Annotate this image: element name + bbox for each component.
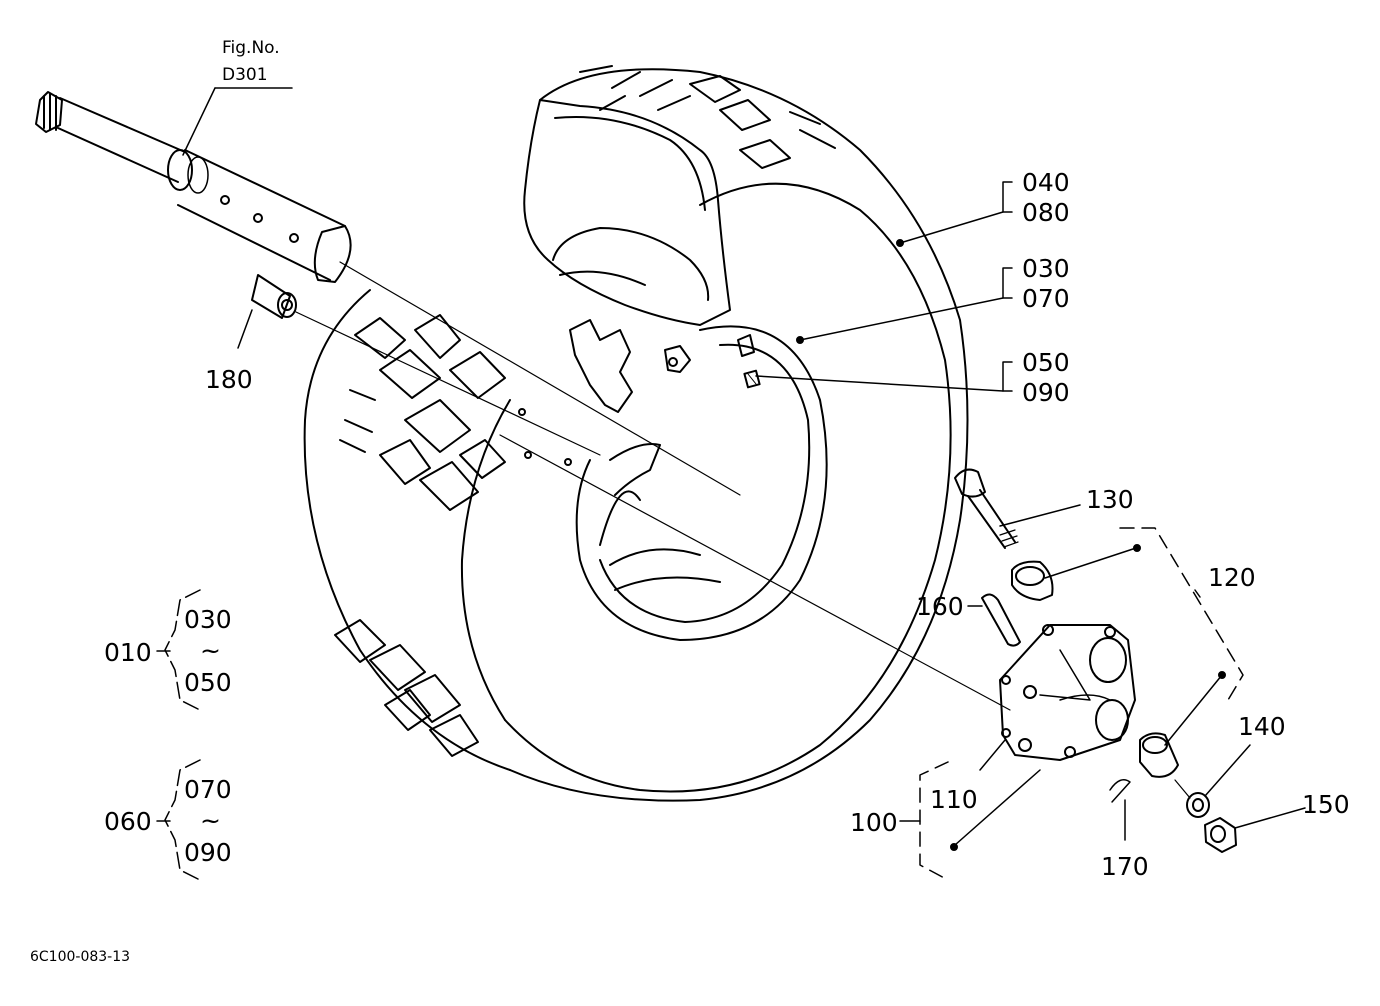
leader-lines-right (755, 181, 1013, 392)
callout-140: 140 (1238, 712, 1286, 741)
callout-080: 080 (1022, 198, 1070, 227)
assembly-010-from: 030 (184, 605, 232, 634)
assembly-060-from: 070 (184, 775, 232, 804)
bolt-130 (954, 468, 1081, 549)
callout-030: 030 (1022, 254, 1070, 283)
assembly-bracket-060 (156, 759, 201, 881)
pin-160 (967, 593, 1021, 647)
callout-170: 170 (1101, 852, 1149, 881)
callout-100: 100 (850, 808, 898, 837)
callout-160: 160 (916, 592, 964, 621)
callout-090: 090 (1022, 378, 1070, 407)
assembly-060-to: 090 (184, 838, 232, 867)
callout-110: 110 (930, 785, 978, 814)
assembly-060-parent: 060 (104, 807, 152, 836)
nut-cap (1139, 732, 1179, 778)
wheel-rim (518, 319, 828, 641)
assembly-010-parent: 010 (104, 638, 152, 667)
tire (303, 65, 969, 802)
assembly-bracket-010 (156, 589, 201, 711)
assembly-010-to: 050 (184, 668, 232, 697)
fig-number: D301 (222, 65, 268, 85)
callout-040: 040 (1022, 168, 1070, 197)
hub (899, 624, 1136, 881)
assembly-060-tilde: ~ (200, 806, 221, 835)
fig-leader (182, 87, 293, 156)
inner-tube (523, 99, 731, 326)
collar-180 (237, 274, 601, 456)
callout-130: 130 (1086, 485, 1134, 514)
callout-180: 180 (205, 365, 253, 394)
callout-150: 150 (1302, 790, 1350, 819)
washer-140 (1174, 744, 1251, 818)
callout-050: 050 (1022, 348, 1070, 377)
axle-shaft (35, 91, 741, 496)
callout-120: 120 (1208, 563, 1256, 592)
fig-label: Fig.No. (222, 38, 280, 58)
cotter-pin-170 (1109, 779, 1131, 841)
callout-070: 070 (1022, 284, 1070, 313)
drawing-code: 6C100-083-13 (30, 949, 131, 965)
axis-line (499, 434, 1011, 711)
cap-120 (1011, 527, 1244, 746)
assembly-010-tilde: ~ (200, 636, 221, 665)
nut-150 (1204, 807, 1306, 853)
